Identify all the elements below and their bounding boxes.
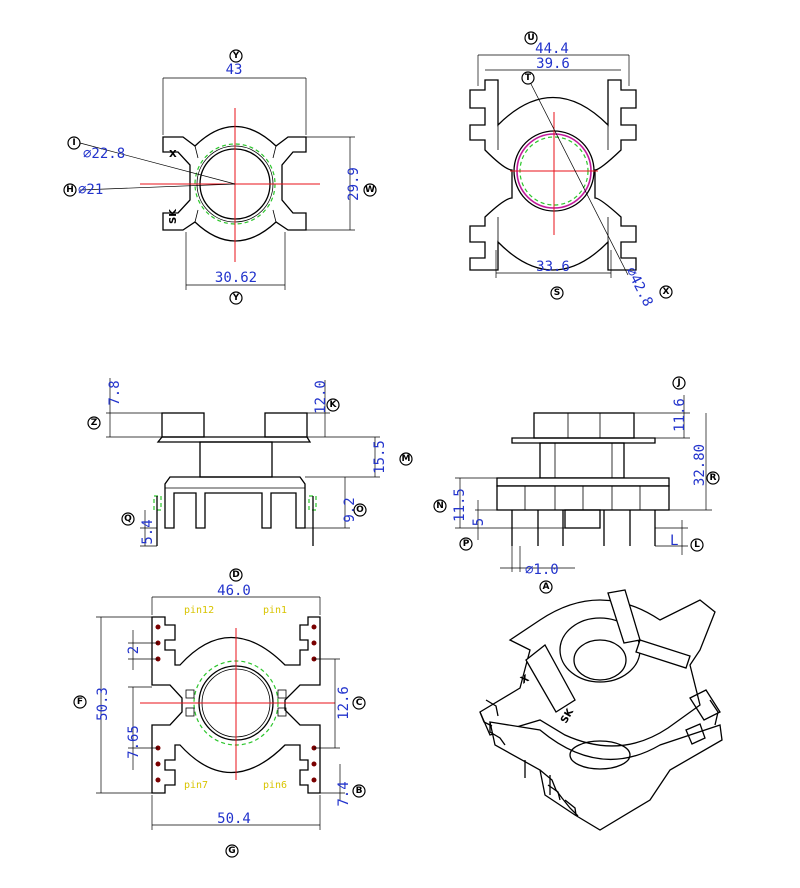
- badge-k: K: [326, 398, 340, 412]
- badge-o: O: [353, 503, 367, 517]
- pin7-label: pin7: [184, 780, 208, 791]
- svg-text:M: M: [402, 454, 411, 464]
- svg-text:I: I: [72, 138, 75, 148]
- badge-outer-i: I: [67, 136, 81, 150]
- pin-holes: [155, 624, 317, 783]
- badge-b: B: [352, 784, 366, 798]
- dim-right-label: 7.4: [336, 781, 352, 806]
- svg-text:Y: Y: [232, 51, 240, 61]
- mark-sk: SK: [168, 208, 179, 224]
- svg-text:U: U: [527, 33, 534, 43]
- badge-n: N: [433, 499, 447, 513]
- badge-j: J: [672, 376, 686, 390]
- badge-f: F: [73, 695, 87, 709]
- dia-inner-label: ⌀21: [78, 182, 103, 198]
- dim-height-label: 29.9: [346, 167, 362, 201]
- dim-base-right-label: 11.5: [452, 488, 468, 522]
- badge-r: R: [706, 471, 720, 485]
- dim-outer-label: 44.4: [535, 41, 569, 57]
- dim-row-label: 7.65: [126, 725, 142, 759]
- badge-t: T: [521, 71, 535, 85]
- side-right-view: 11.6 32.80 11.5 5 ⌀1.0 L J R N P L A: [433, 376, 720, 594]
- dim-pin-right-label: 5: [471, 518, 487, 526]
- bottom-outline: [469, 79, 637, 271]
- dim-width-label: 43: [226, 62, 243, 78]
- badge-right-w: W: [363, 183, 377, 197]
- badge-g: G: [225, 844, 239, 858]
- badge-x: X: [659, 285, 673, 299]
- svg-text:G: G: [228, 846, 235, 856]
- badge-l: L: [690, 538, 704, 552]
- dim-inner-label: 39.6: [536, 56, 570, 72]
- top-right-view: 44.4 39.6 33.6 ⌀42.8 U T S X: [469, 31, 673, 310]
- mark-x: X: [169, 149, 177, 160]
- badge-s: S: [550, 286, 564, 300]
- badge-u: U: [524, 31, 538, 45]
- svg-text:H: H: [66, 185, 74, 195]
- badge-z: Z: [87, 416, 101, 430]
- dim-bottom-right-label: 33.6: [536, 259, 570, 275]
- dim-pin-dia-label: ⌀1.0: [525, 562, 559, 578]
- dim-base-label: 9.2: [342, 497, 358, 522]
- svg-text:Q: Q: [124, 514, 132, 524]
- svg-text:Y: Y: [232, 293, 240, 303]
- pin12-label: pin12: [184, 605, 214, 616]
- dim-winding-label: 15.5: [372, 440, 388, 474]
- dim-total-label: 32.80: [692, 444, 708, 486]
- pin1-label: pin1: [263, 605, 287, 616]
- svg-text:R: R: [710, 473, 717, 483]
- dim-footprint-top-label: 46.0: [217, 583, 251, 599]
- badge-top-left-y: Y: [229, 49, 243, 63]
- dim-top-height-label: 7.8: [107, 380, 123, 405]
- badge-m: M: [399, 452, 413, 466]
- svg-text:Z: Z: [91, 418, 98, 428]
- svg-text:N: N: [436, 501, 444, 511]
- badge-q: Q: [121, 512, 135, 526]
- side-left-view: 7.8 12.0 15.5 9.2 5.4 Z K M O Q: [87, 378, 413, 547]
- dim-flange-label: 12.0: [313, 380, 329, 414]
- badge-inner-h: H: [63, 183, 77, 197]
- svg-text:T: T: [525, 73, 532, 83]
- dim-gap-label: 12.6: [336, 686, 352, 720]
- svg-text:J: J: [676, 378, 680, 388]
- svg-text:P: P: [463, 539, 470, 549]
- isometric-view: X SK: [479, 589, 723, 831]
- badge-bottom-left-y: Y: [229, 291, 243, 305]
- svg-text:A: A: [543, 582, 550, 592]
- svg-text:S: S: [554, 288, 560, 298]
- badge-d: D: [229, 568, 243, 582]
- svg-text:O: O: [356, 505, 364, 515]
- svg-text:K: K: [330, 400, 338, 410]
- badge-p: P: [459, 537, 473, 551]
- dim-top-right-label: 11.6: [672, 398, 688, 432]
- svg-text:X: X: [663, 287, 670, 297]
- badge-c: C: [352, 696, 366, 710]
- svg-text:C: C: [356, 698, 363, 708]
- svg-text:D: D: [232, 570, 239, 580]
- badge-a: A: [539, 580, 553, 594]
- top-left-view: 43 30.62 29.9 ⌀22.8 ⌀21 X SK Y Y W I H: [63, 49, 377, 305]
- pin6-label: pin6: [263, 780, 287, 791]
- bottom-view: 46.0 50.4 50.3 2 7.65 12.6 7.4 pin12 pin…: [73, 568, 366, 858]
- dia-outer-label: ⌀22.8: [83, 146, 125, 162]
- dim-footprint-bottom-label: 50.4: [217, 811, 251, 827]
- svg-text:F: F: [77, 697, 83, 707]
- dim-bottom-label: 30.62: [215, 270, 257, 286]
- dim-pin-label: 5.4: [140, 519, 156, 544]
- dia-diag-label: ⌀42.8: [622, 265, 655, 310]
- dim-pitch-label: 2: [126, 646, 142, 654]
- svg-text:W: W: [365, 185, 375, 195]
- svg-text:L: L: [694, 540, 700, 550]
- svg-text:B: B: [356, 786, 363, 796]
- dim-l-label: L: [670, 533, 678, 549]
- dim-footprint-height-label: 50.3: [95, 687, 111, 721]
